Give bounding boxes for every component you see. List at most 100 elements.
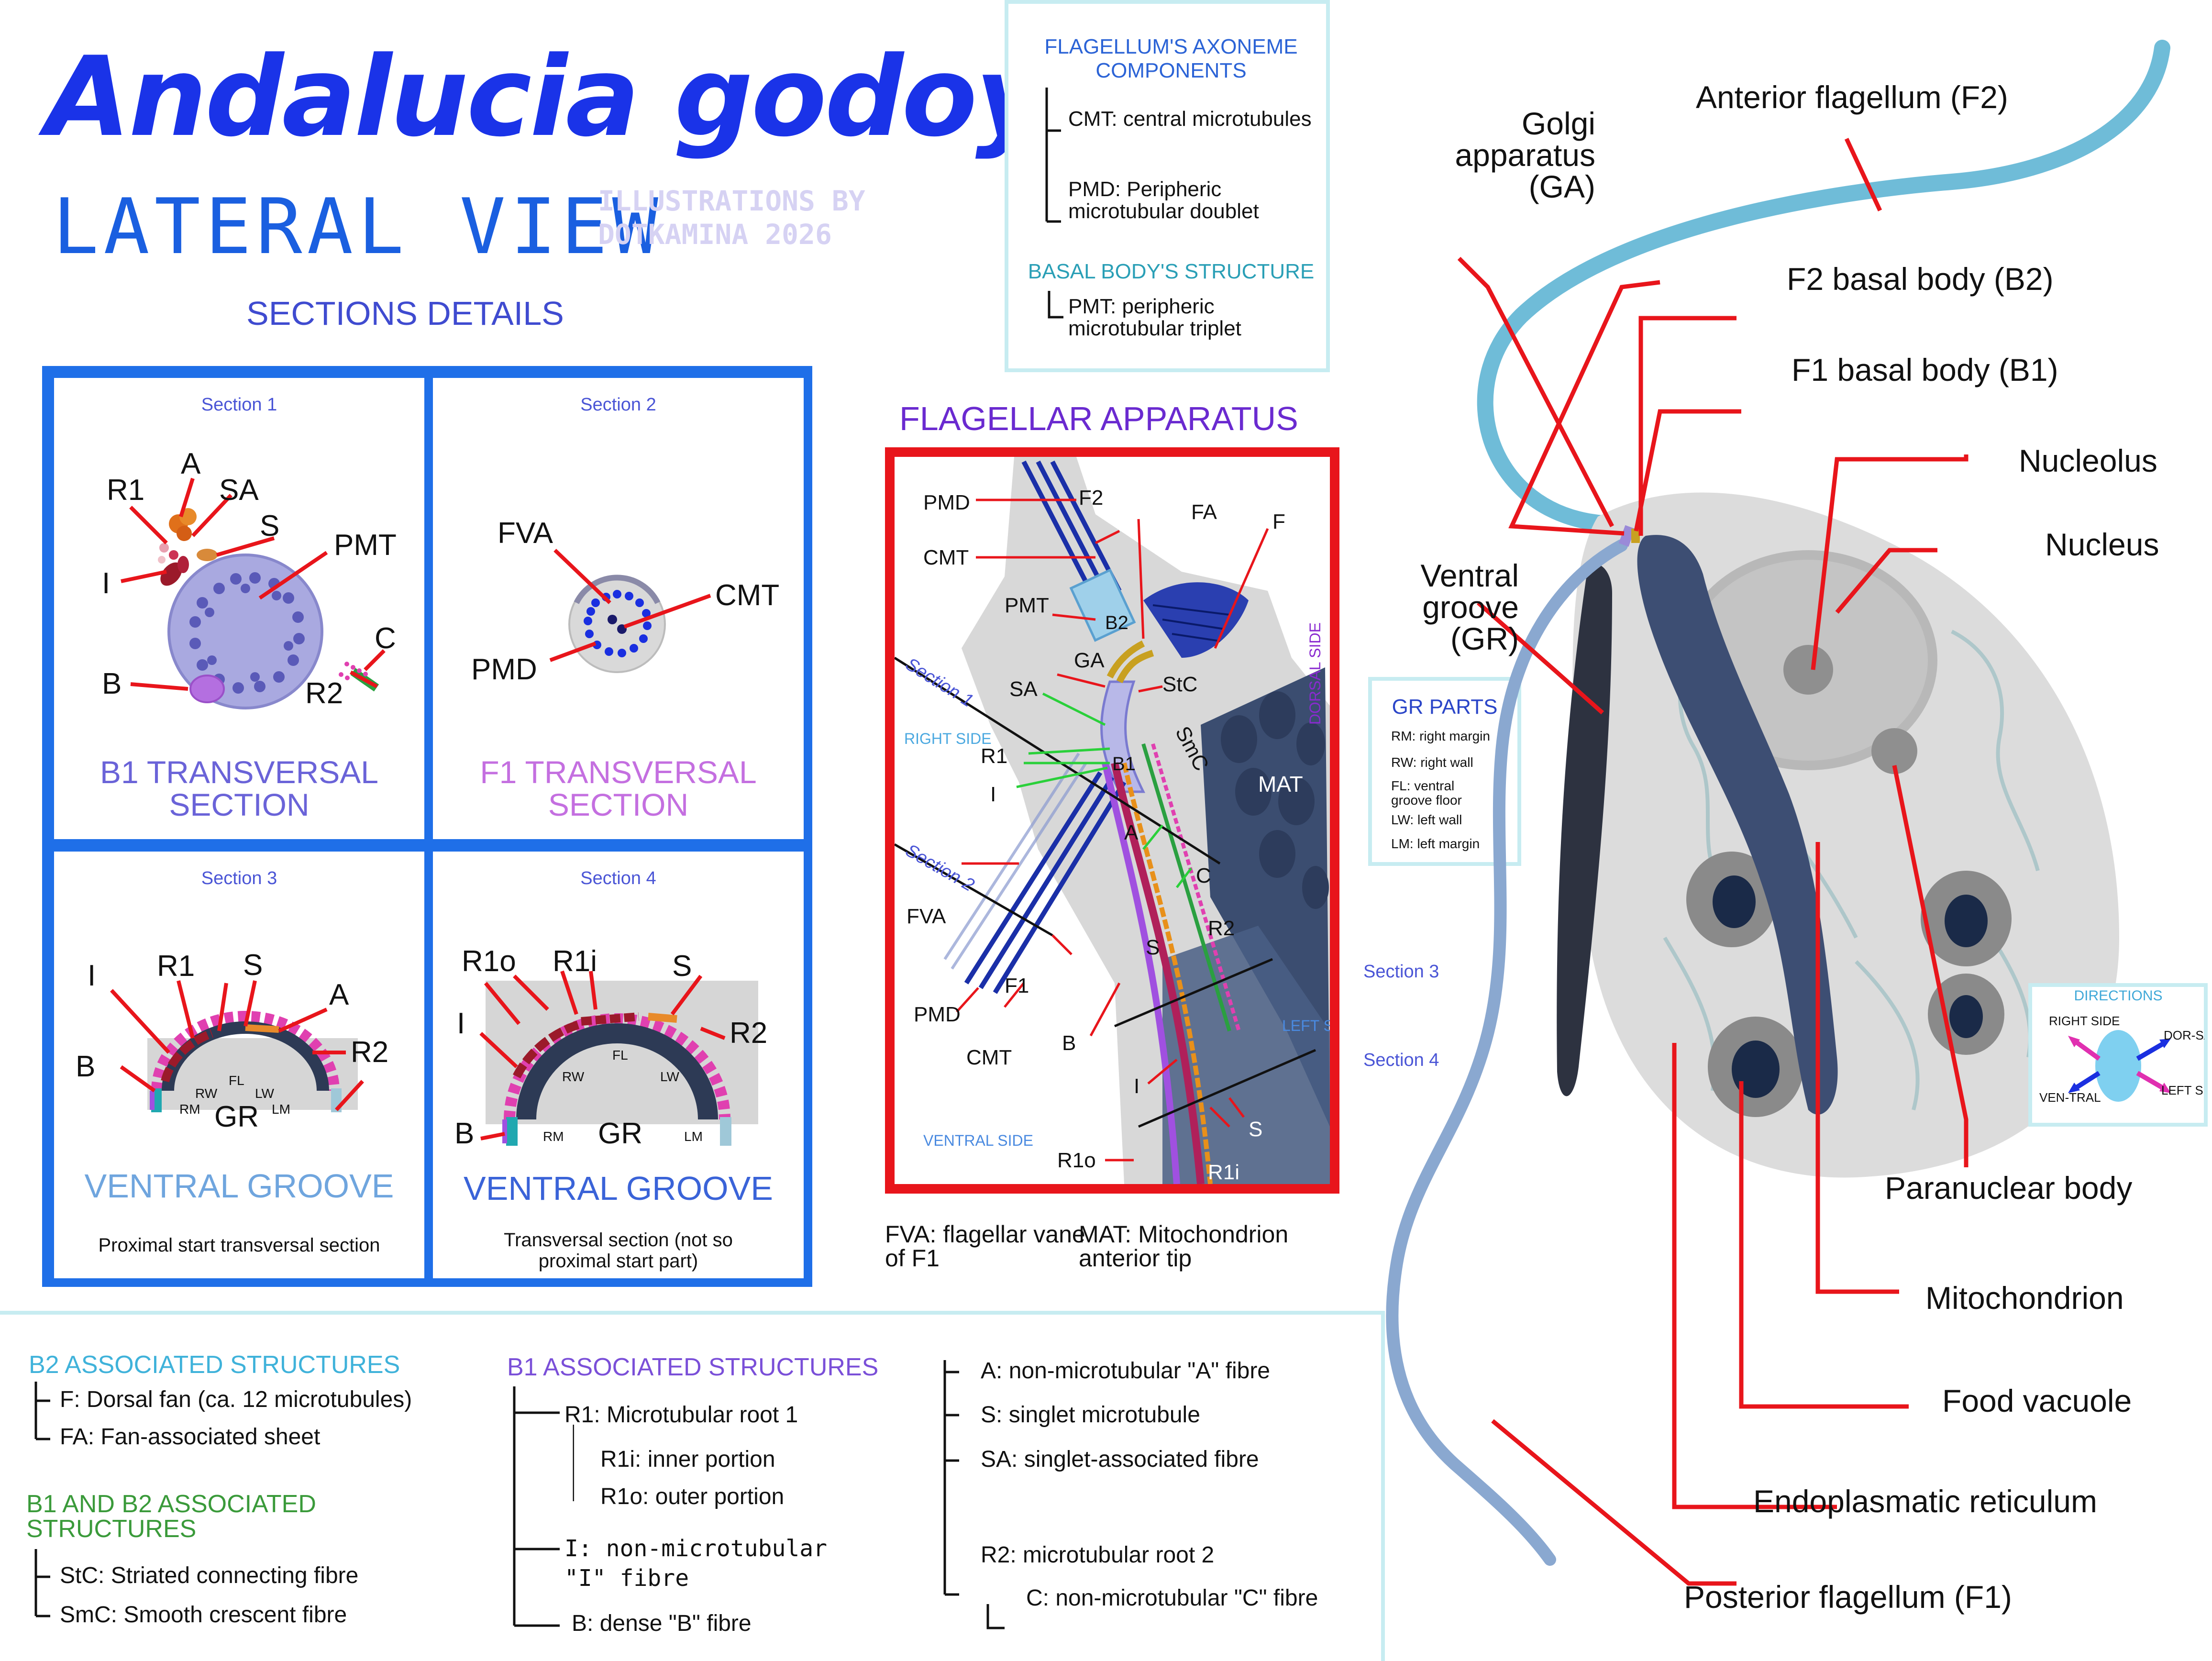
fa-section-2: Section 2 <box>902 840 978 896</box>
label-cmt: CMT <box>715 579 779 612</box>
f1-basal-label: F1 basal body (B1) <box>1792 352 2058 388</box>
nucleus-label: Nucleus <box>2045 527 2159 562</box>
gr3-caption: Proximal start transversal section <box>98 1235 380 1256</box>
fa-label-i: I <box>990 783 996 806</box>
food-vacuole-label: Food vacuole <box>1942 1383 2132 1418</box>
basal-title: BASAL BODY'S STRUCTURE <box>1028 260 1315 283</box>
section-2-cell: Section 2 FVA CMT PMD F1 TRANSVERSAL SEC… <box>424 369 812 848</box>
legend-i: I: non-microtubular "I" fibre <box>564 1535 828 1592</box>
label-rw-4: RW <box>562 1069 585 1084</box>
label-lw-3: LW <box>255 1086 274 1101</box>
page-title: Andalucia godoyi <box>45 33 1083 161</box>
label-r1-3: R1 <box>157 950 195 983</box>
legend-r2: R2: microtubular root 2 <box>981 1542 1215 1568</box>
fa-label-cmt-2: CMT <box>966 1046 1012 1069</box>
fa-label-stc: StC <box>1162 673 1197 696</box>
fa-label-b2: B2 <box>1105 612 1128 633</box>
label-sa: SA <box>219 474 259 507</box>
golgi-label: Golgi apparatus (GA) <box>1455 106 1595 204</box>
basal-bracket <box>1048 291 1063 319</box>
label-s-3: S <box>243 949 263 982</box>
label-a-3: A <box>329 978 349 1011</box>
fva-note: FVA: flagellar vane of F1 <box>885 1221 1085 1272</box>
fa-side-dorsal: DORSAL SIDE <box>1306 622 1324 725</box>
fa-side-left: LEFT SIDE <box>1282 1017 1330 1034</box>
gr4-caption: Transversal section (not so proximal sta… <box>504 1229 733 1272</box>
gr-section-3-drawing: I R1 S A B R2 GR RW FL LW RM LM <box>76 949 388 1133</box>
fa-label-s: S <box>1146 936 1160 959</box>
fa-label-mat: MAT <box>1258 772 1303 797</box>
posterior-flagellum-label: Posterior flagellum (F1) <box>1684 1579 2012 1615</box>
fa-label-f1: F1 <box>1005 974 1029 997</box>
gr4-title: VENTRAL GROOVE <box>464 1170 773 1207</box>
axoneme-box: FLAGELLUM'S AXONEME COMPONENTS CMT: cent… <box>1005 0 1330 372</box>
legend-b1b2-title: B1 AND B2 ASSOCIATED STRUCTURES <box>26 1490 316 1543</box>
section-4-label: Section 4 <box>580 868 656 888</box>
section-3-cell: Section 3 I R1 S A B R2 GR RW FL LW RM L… <box>45 843 433 1287</box>
fa-label-f2: F2 <box>1079 486 1103 509</box>
fa-label-r1: R1 <box>981 744 1007 768</box>
legend-stc: StC: Striated connecting fibre <box>60 1563 359 1588</box>
gr-part-rw: RW: right wall <box>1391 755 1473 770</box>
label-s: S <box>260 509 279 543</box>
label-r1: R1 <box>107 474 144 507</box>
dir-ventral: VEN-TRAL <box>2039 1090 2101 1105</box>
section-4-cell: Section 4 R1o R1i S I R2 B GR RW FL LW R… <box>424 843 812 1287</box>
fa-section-3: Section 3 <box>1363 962 1439 982</box>
legend-other-bracket <box>943 1360 1005 1629</box>
axoneme-pmd: PMD: Peripheric microtubular doublet <box>1068 177 1259 223</box>
ventral-groove-label: Ventral groove (GR) <box>1420 558 1519 656</box>
gr3-title: VENTRAL GROOVE <box>84 1167 394 1205</box>
axoneme-cmt: CMT: central microtubules <box>1068 107 1312 131</box>
label-r1o-4: R1o <box>462 945 516 978</box>
b1-section-drawing: R1 A SA S PMT I B C R2 <box>102 447 397 710</box>
er-label: Endoplasmatic reticulum <box>1753 1484 2097 1519</box>
flagellar-title: FLAGELLAR APPARATUS <box>899 400 1298 437</box>
nucleolus-label: Nucleolus <box>2019 443 2157 478</box>
label-gr-3: GR <box>214 1100 259 1133</box>
gr-part-rm: RM: right margin <box>1391 729 1490 743</box>
label-fva: FVA <box>498 517 553 550</box>
paranuclear-label: Paranuclear body <box>1885 1170 2133 1206</box>
f2-basal-label: F2 basal body (B2) <box>1787 261 2054 297</box>
mat-note: MAT: Mitochondrion anterior tip <box>1079 1221 1289 1272</box>
gr-part-lw: LW: left wall <box>1391 812 1462 827</box>
label-i-3: I <box>88 959 96 992</box>
label-rm-3: RM <box>179 1102 200 1117</box>
label-rw-3: RW <box>195 1086 218 1101</box>
fa-label-r1o: R1o <box>1057 1149 1096 1172</box>
label-s-4: S <box>672 950 692 983</box>
label-gr-4: GR <box>598 1117 642 1150</box>
fa-label-b1: B1 <box>1112 753 1136 775</box>
legend-b2-fa: FA: Fan-associated sheet <box>60 1424 321 1450</box>
gr-part-lm: LM: left margin <box>1391 836 1480 851</box>
label-fl-4: FL <box>612 1048 628 1063</box>
fa-label-fva: FVA <box>907 905 946 928</box>
legend-b2-title: B2 ASSOCIATED STRUCTURES <box>29 1351 400 1379</box>
flagellar-frame: MAT <box>885 447 1339 1194</box>
fa-label-r2: R2 <box>1208 917 1235 940</box>
section-1-cell: Section 1 R1 A SA S PMT I B C R2 B1 TRAN… <box>45 369 433 848</box>
label-i-4: I <box>457 1007 465 1040</box>
dir-dorsal: DOR-SAL <box>2164 1028 2204 1042</box>
label-c: C <box>375 622 396 655</box>
fa-label-s-2: S <box>1249 1118 1262 1141</box>
fa-label-i-2: I <box>1134 1074 1139 1098</box>
b1-section-title: B1 TRANSVERSAL SECTION <box>100 754 378 822</box>
label-lw-4: LW <box>660 1069 679 1084</box>
gr-part-fl: FL: ventral groove floor <box>1391 778 1462 808</box>
section-2-label: Section 2 <box>580 395 656 415</box>
gr-parts-title: GR PARTS <box>1392 695 1498 719</box>
label-r2: R2 <box>305 677 343 710</box>
legend-b1b2-bracket <box>34 1549 50 1617</box>
legend-c: C: non-microtubular "C" fibre <box>1026 1585 1318 1611</box>
directions-title: DIRECTIONS <box>2074 988 2163 1004</box>
fa-label-c: C <box>1196 864 1211 887</box>
page-subtitle: LATERAL VIEW <box>53 182 663 271</box>
label-b-4: B <box>454 1117 474 1150</box>
label-b-3: B <box>76 1050 95 1083</box>
section-3-label: Section 3 <box>201 868 277 888</box>
label-r2-3: R2 <box>351 1036 388 1069</box>
fa-side-ventral: VENTRAL SIDE <box>923 1132 1033 1149</box>
anterior-flagellum-label: Anterior flagellum (F2) <box>1696 79 2008 115</box>
